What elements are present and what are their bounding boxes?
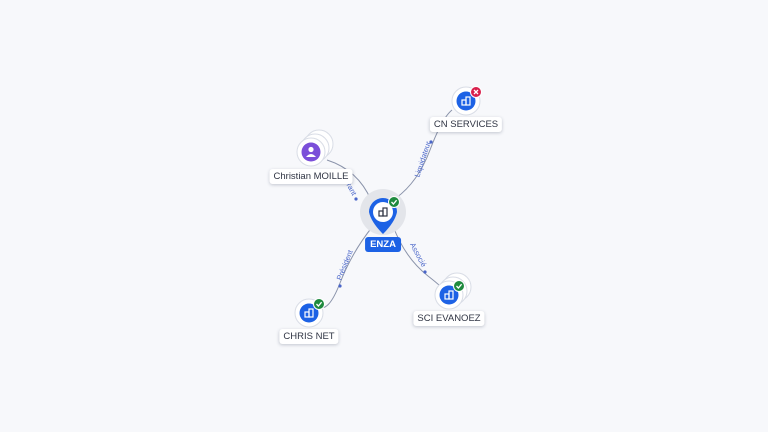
edge-arrow-icon [429, 140, 433, 144]
node-label-center[interactable]: ENZA [365, 237, 401, 252]
status-active-icon [453, 280, 465, 292]
building-icon [378, 207, 388, 217]
person-icon [306, 146, 316, 157]
edge-label: Président [335, 248, 356, 282]
node-sci-evanoez[interactable] [434, 272, 472, 310]
status-active-icon [388, 196, 400, 208]
node-label-christian-moille[interactable]: Christian MOILLE [269, 169, 353, 184]
node-christian-moille[interactable] [296, 129, 334, 167]
node-label-chris-net[interactable]: CHRIS NET [279, 329, 339, 344]
building-icon [461, 96, 471, 106]
node-center[interactable] [360, 189, 406, 235]
edge-label: Liquidateur [413, 140, 433, 179]
edge-arrow-icon [354, 197, 358, 201]
node-cn-services[interactable] [451, 86, 482, 116]
edge-arrow-icon [423, 270, 427, 274]
status-closed-icon [470, 86, 482, 98]
node-label-cn-services[interactable]: CN SERVICES [429, 117, 503, 132]
building-icon [444, 290, 454, 300]
node-label-sci-evanoez[interactable]: SCI EVANOEZ [413, 311, 485, 326]
edge-sci-evanoez: Associé [392, 225, 444, 290]
status-active-icon [313, 298, 325, 310]
edge-arrow-icon [338, 284, 342, 288]
building-icon [304, 308, 314, 318]
edge-label: Associé [408, 241, 428, 268]
node-chris-net[interactable] [294, 298, 325, 328]
